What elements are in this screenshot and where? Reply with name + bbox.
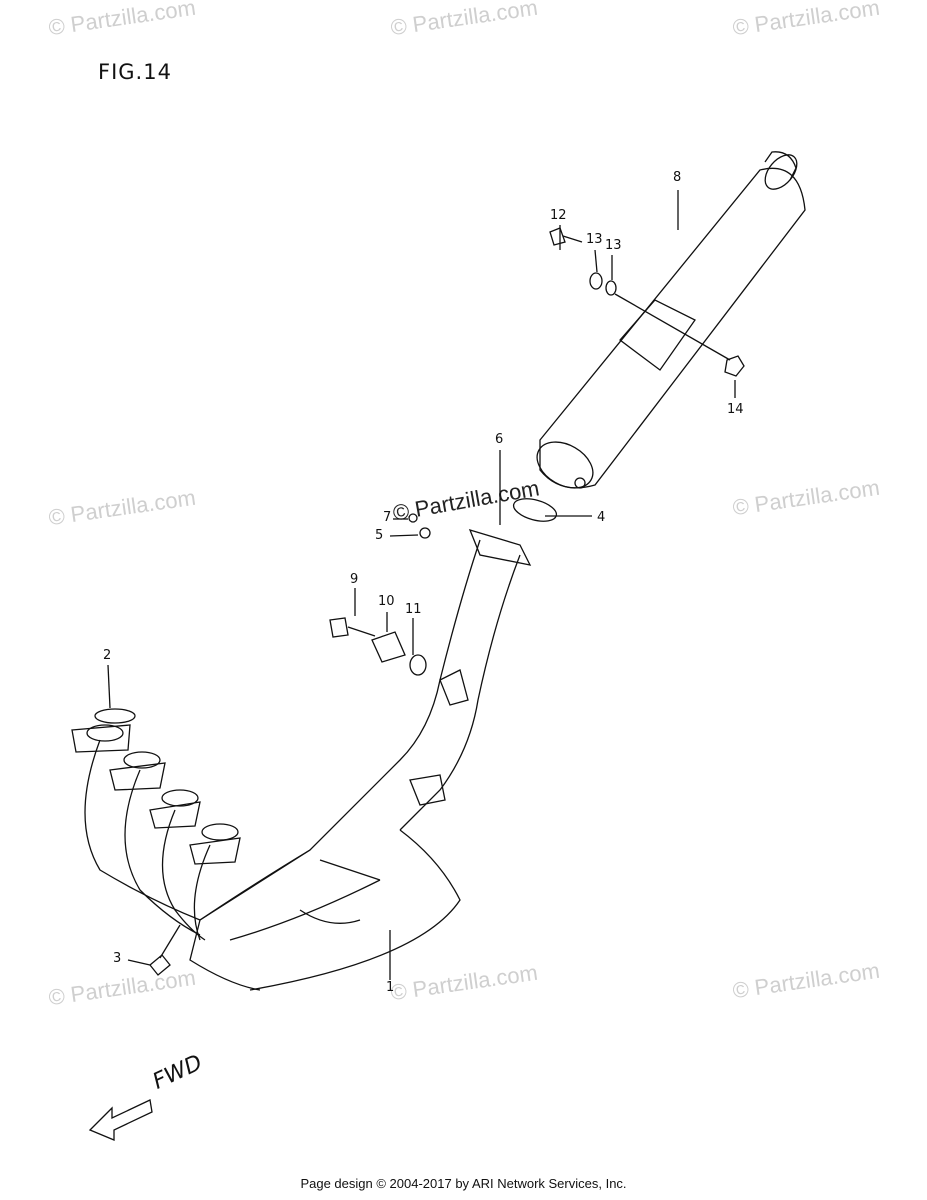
washer-part-13[interactable] [605, 280, 617, 296]
callout-9: 9 [350, 572, 359, 587]
page-footer: Page design © 2004-2017 by ARI Network S… [300, 1176, 627, 1191]
gasket-part-2[interactable] [94, 708, 136, 724]
callout-2: 2 [103, 648, 112, 663]
exhaust-pipe-part-1[interactable] [71, 528, 532, 991]
muffler-part-8[interactable] [529, 149, 806, 497]
bolt-part-9[interactable] [329, 617, 376, 638]
gasket-part-4[interactable] [511, 495, 559, 526]
callout-8: 8 [673, 170, 682, 185]
callout-7: 7 [383, 510, 392, 525]
callout-14: 14 [727, 402, 744, 417]
callout-12: 12 [550, 208, 567, 223]
callout-5: 5 [375, 528, 384, 543]
callout-13: 13 [605, 238, 622, 253]
callout-10: 10 [378, 594, 395, 609]
collar-part-10[interactable] [371, 631, 406, 663]
callout-13: 13 [586, 232, 603, 247]
callout-11: 11 [405, 602, 422, 617]
bolt-part-12[interactable] [549, 227, 583, 246]
callout-6: 6 [495, 432, 504, 447]
nut-part-5[interactable] [419, 527, 431, 539]
nut-part-14[interactable] [724, 355, 745, 377]
callout-1: 1 [386, 980, 395, 995]
forward-arrow-icon [88, 1099, 153, 1141]
washer-part-11[interactable] [409, 654, 427, 676]
callout-4: 4 [597, 510, 606, 525]
bolt-part-3[interactable] [149, 924, 181, 976]
callout-3: 3 [113, 951, 122, 966]
bolt-part-7[interactable] [408, 513, 418, 523]
figure-title: FIG.14 [98, 60, 172, 84]
leader-lines [107, 190, 736, 980]
washer-part-13[interactable] [589, 272, 603, 290]
